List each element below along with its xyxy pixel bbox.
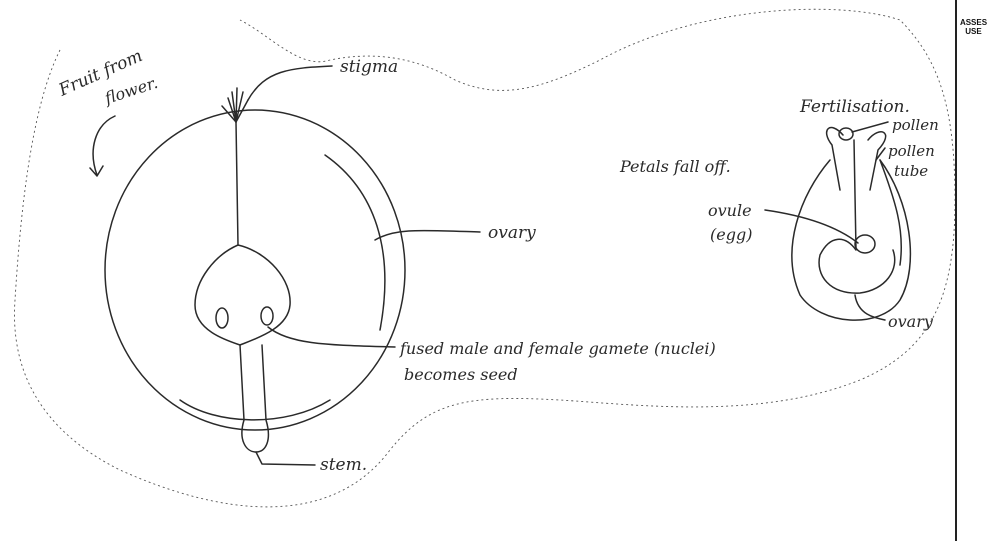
label-pollen-tube-1: pollen	[888, 142, 935, 160]
stigma-tuft	[222, 88, 248, 122]
style-line	[236, 122, 238, 245]
label-pollen: pollen	[892, 116, 939, 134]
label-stem: stem.	[320, 455, 367, 475]
note-petals-fall-off: Petals fall off.	[619, 157, 731, 176]
assessor-margin-label: ASSES USE	[958, 18, 989, 36]
label-egg: (egg)	[710, 225, 752, 244]
note-to-fertilisation: Fertilisation.	[799, 97, 910, 117]
fruit-outline	[105, 110, 405, 430]
note-arrow	[90, 116, 115, 176]
seed-leader	[268, 327, 395, 347]
label-fused-gamete: fused male and female gamete (nuclei)	[399, 339, 716, 358]
seed-left	[216, 308, 228, 328]
pollen-leader	[852, 122, 888, 132]
label-ovule: ovule	[708, 201, 752, 220]
stem-leader	[256, 452, 315, 465]
label-ovary-right: ovary	[888, 312, 934, 331]
label-stigma: stigma	[340, 57, 398, 77]
inner-ovary	[195, 245, 290, 345]
seed-right	[261, 307, 273, 325]
stigma-leader	[248, 66, 332, 100]
ovary-leader	[375, 230, 480, 240]
label-ovary: ovary	[488, 223, 536, 243]
assessor-margin	[955, 0, 989, 541]
fruit-skin-edge	[325, 155, 385, 330]
ovule-leader	[765, 210, 858, 243]
ovary-right-leader	[855, 295, 885, 320]
label-pollen-tube-2: tube	[894, 162, 928, 180]
label-becomes-seed: becomes seed	[404, 365, 518, 384]
stem	[240, 345, 268, 452]
fruit-bottom-edge	[180, 400, 330, 420]
